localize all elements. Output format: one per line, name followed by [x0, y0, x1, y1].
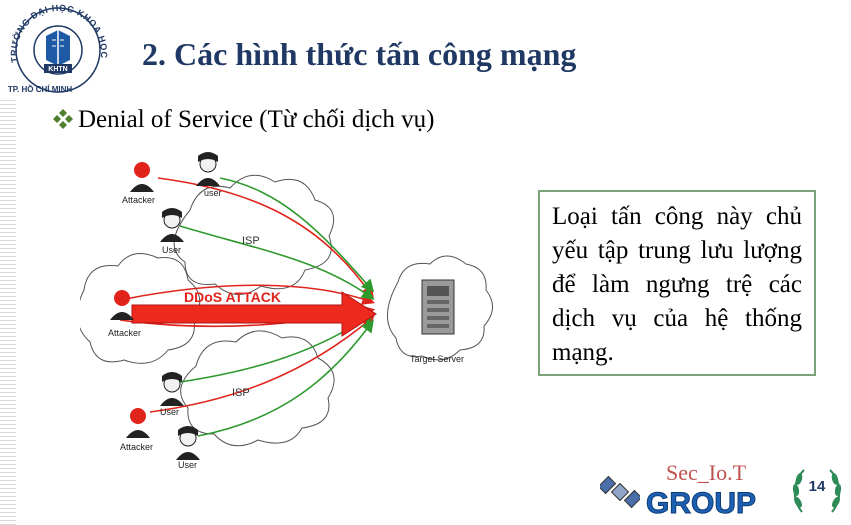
user-top-label: user — [204, 188, 222, 198]
attacker-icon-mid — [110, 290, 134, 320]
group-word: GROUP — [646, 487, 756, 518]
server-icon — [421, 279, 455, 335]
isp-cloud-top — [173, 174, 335, 295]
target-server-label: Target Server — [410, 354, 464, 364]
user-icon-mid — [160, 208, 184, 242]
isp-top-label: ISP — [242, 235, 260, 247]
laurel-wreath-icon — [792, 469, 842, 513]
ddos-attack-arrow — [131, 291, 377, 337]
user-low-label: User — [160, 407, 179, 417]
footer-brand: Sec_Io.T GROUP — [600, 460, 790, 522]
ddos-attack-label: DDoS ATTACK — [184, 289, 281, 305]
brand-text: Sec_Io.T — [666, 460, 747, 485]
logo-badge-text: KHTN — [48, 66, 67, 73]
left-decorative-stripes — [0, 100, 16, 525]
user-icon-low — [160, 372, 184, 406]
attacker-icon-top — [130, 162, 154, 192]
user-mid-label: User — [162, 245, 181, 255]
description-callout: Loại tấn công này chủ yếu tập trung lưu … — [538, 190, 816, 376]
page-number: 14 — [808, 478, 826, 495]
attacker-mid-label: Attacker — [108, 328, 141, 338]
attacker-top-label: Attacker — [122, 195, 155, 205]
logo-bottom-text: TP. HỒ CHÍ MINH — [8, 84, 73, 94]
page-number-badge: 14 — [790, 462, 844, 518]
isp-bottom-label: ISP — [232, 387, 250, 399]
attacker-bottom-label: Attacker — [120, 442, 153, 452]
user-icon-top — [196, 152, 220, 186]
bullet-text: Denial of Service (Từ chối dịch vụ) — [78, 106, 435, 133]
satellite-icon — [600, 475, 640, 509]
ddos-diagram: DDoS ATTACK Attacker user User ISP Attac… — [80, 152, 493, 470]
bullet-item: Denial of Service (Từ chối dịch vụ) — [52, 106, 434, 134]
legit-traffic-lines — [179, 177, 375, 437]
group-wordmark: GROUP — [646, 487, 757, 519]
diamond-bullet-icon — [53, 109, 73, 129]
university-logo: TRƯỜNG ĐẠI HỌC KHOA HỌC TỰ NHIÊN KHTN TP… — [0, 0, 109, 94]
user-icon-bottom — [176, 426, 200, 460]
logo-emblem-icon — [33, 25, 83, 75]
slide-title: 2. Các hình thức tấn công mạng — [142, 36, 577, 72]
attacker-icon-bottom — [126, 408, 150, 438]
user-bottom-label: User — [178, 460, 197, 470]
